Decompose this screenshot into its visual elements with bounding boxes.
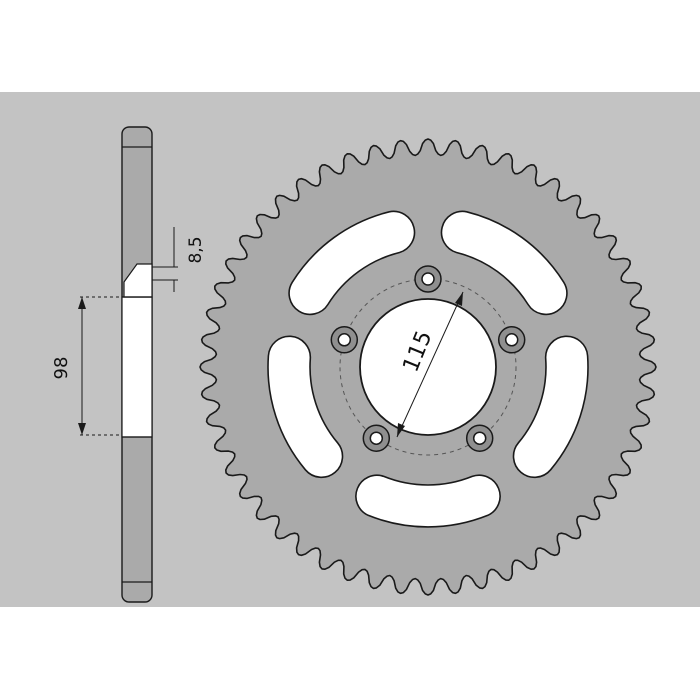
lightening-slot [440,210,568,316]
center-bore [359,298,497,436]
hub-bore-dimension: 98 [51,296,122,436]
lightening-slot [512,335,589,479]
arrowhead [397,423,405,437]
lightening-slot [267,335,344,479]
bolt-holes [330,265,526,452]
bolt-hole [472,431,487,445]
lightening-slot [355,474,501,528]
sprocket-side-profile [121,126,153,603]
lightening-slots [267,210,589,528]
dimension-line [396,291,464,438]
sprocket-technical-drawing: 8,5 98 115 [0,92,700,607]
bolt-hole [337,333,352,347]
bolt-circle-centerline [339,278,517,456]
drawing-panel: 8,5 98 115 [0,92,700,607]
arrowhead [78,297,86,309]
arrowhead [78,423,86,435]
side-profile-hub-band [121,296,153,438]
arrowhead [455,292,463,306]
thickness-dimension: 8,5 [152,227,206,292]
bolt-hole [421,272,435,286]
thickness-label: 8,5 [186,236,206,263]
bolt-hole [369,431,384,445]
sprocket-front-view [199,138,657,596]
lightening-slot [288,210,416,316]
bolt-hole [504,333,519,347]
hub-bore-label: 98 [51,357,72,380]
